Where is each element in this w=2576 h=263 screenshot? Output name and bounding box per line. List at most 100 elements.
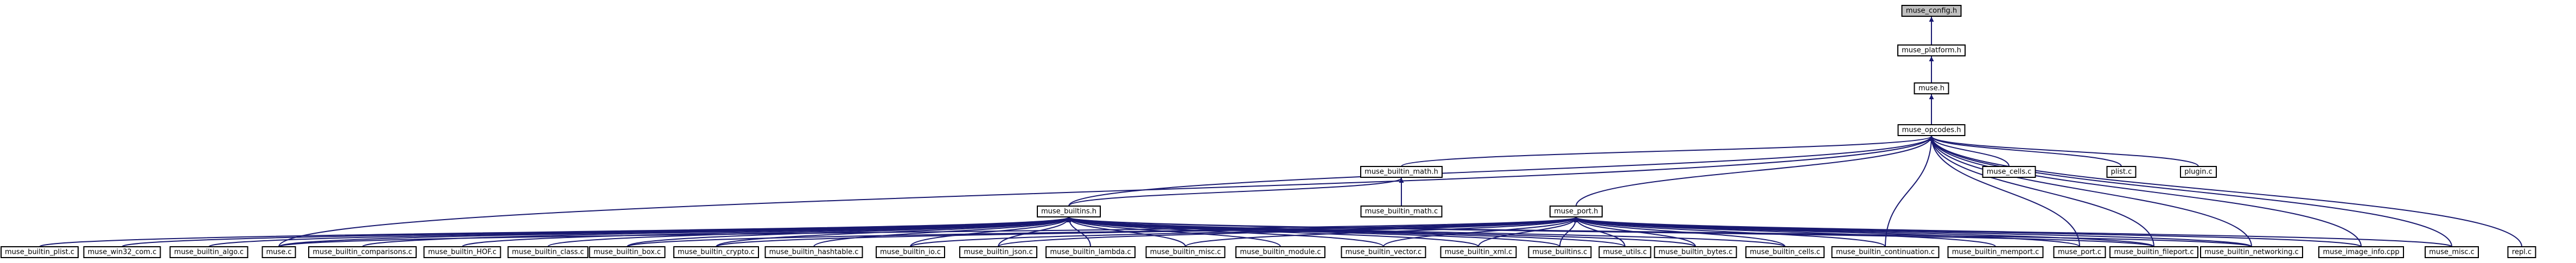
node-label: muse_builtin_crypto.c	[678, 248, 755, 256]
node-box	[1, 246, 79, 258]
node-box	[308, 246, 417, 258]
node-label: muse_builtin_box.c	[594, 248, 661, 256]
node-muse-builtin-module-c[interactable]: muse_builtin_module.c	[1235, 246, 1325, 258]
edge-muse-misc-c-to-muse-port-h	[1574, 217, 2452, 247]
node-plugin-c[interactable]: plugin.c	[2180, 166, 2217, 178]
node-label: muse_builtin_io.c	[880, 248, 941, 256]
node-label: muse_builtin_misc.c	[1150, 248, 1221, 256]
node-muse-utils-c[interactable]: muse_utils.c	[1598, 246, 1652, 258]
edge-muse-cells-c-to-muse-opcodes-h	[1929, 136, 2010, 167]
node-box	[589, 246, 666, 258]
node-label: muse_builtin_comparisons.c	[313, 248, 412, 256]
node-muse-c[interactable]: muse.c	[262, 246, 296, 258]
edge-muse-builtin-comparisons-c-to-muse-builtins-h	[362, 217, 1072, 247]
node-muse-builtin-cells-c[interactable]: muse_builtin_cells.c	[1745, 246, 1825, 258]
node-muse-h[interactable]: muse.h	[1914, 82, 1949, 94]
node-label: muse_builtin_xml.c	[1445, 248, 1513, 256]
node-label: repl.c	[2512, 248, 2532, 256]
edge-muse-builtin-json-c-to-muse-builtins-h	[998, 217, 1072, 247]
edge-repl-c-to-muse-opcodes-h	[1929, 136, 2522, 247]
node-label: muse_config.h	[1906, 7, 1957, 15]
node-muse-cells-c[interactable]: muse_cells.c	[1982, 166, 2036, 178]
node-box	[1045, 246, 1136, 258]
edge-muse-builtin-io-c-to-muse-builtins-h	[910, 217, 1072, 247]
node-box	[2109, 246, 2198, 258]
edge-muse-builtin-fileport-c-to-muse-opcodes-h	[1929, 136, 2154, 247]
node-plist-c[interactable]: plist.c	[2106, 166, 2137, 178]
node-label: muse_builtin_plist.c	[5, 248, 74, 256]
node-muse-builtin-lambda-c[interactable]: muse_builtin_lambda.c	[1045, 246, 1136, 258]
node-muse-builtin-plist-c[interactable]: muse_builtin_plist.c	[1, 246, 79, 258]
node-box	[262, 246, 296, 258]
node-muse-win32-com-c[interactable]: muse_win32_com.c	[83, 246, 161, 258]
node-box	[1598, 246, 1652, 258]
node-label: muse_builtin_networking.c	[2204, 248, 2299, 256]
node-muse-builtin-continuation-c[interactable]: muse_builtin_continuation.c	[1831, 246, 1940, 258]
node-label: muse_builtin_hashtable.c	[769, 248, 859, 256]
node-label: muse_builtin_memport.c	[1952, 248, 2039, 256]
node-label: muse_platform.h	[1902, 47, 1961, 55]
node-muse-builtin-misc-c[interactable]: muse_builtin_misc.c	[1145, 246, 1226, 258]
edge-muse-builtin-vector-c-to-muse-port-h	[1383, 217, 1579, 247]
node-muse-builtin-class-c[interactable]: muse_builtin_class.c	[507, 246, 589, 258]
node-muse-builtins-c[interactable]: muse_builtins.c	[1528, 246, 1592, 258]
node-muse-builtin-hashtable-c[interactable]: muse_builtin_hashtable.c	[764, 246, 863, 258]
node-box	[1037, 206, 1101, 217]
node-box	[423, 246, 501, 258]
node-muse-builtin-json-c[interactable]: muse_builtin_json.c	[959, 246, 1037, 258]
node-muse-builtin-math-c[interactable]: muse_builtin_math.c	[1360, 206, 1443, 217]
node-muse-misc-c[interactable]: muse_misc.c	[2425, 246, 2479, 258]
node-box	[1341, 246, 1426, 258]
node-muse-builtin-bytes-c[interactable]: muse_builtin_bytes.c	[1654, 246, 1737, 258]
node-label: muse_builtin_fileport.c	[2114, 248, 2194, 256]
node-muse-builtins-h[interactable]: muse_builtins.h	[1037, 206, 1101, 217]
node-label: muse_builtin_module.c	[1240, 248, 1321, 256]
node-box	[1745, 246, 1825, 258]
node-repl-c[interactable]: repl.c	[2507, 246, 2536, 258]
node-muse-image-info-cpp[interactable]: muse_image_info.cpp	[2318, 246, 2404, 258]
node-muse-port-h[interactable]: muse_port.h	[1550, 206, 1603, 217]
node-label: muse_builtin_lambda.c	[1050, 248, 1131, 256]
node-muse-builtin-io-c[interactable]: muse_builtin_io.c	[876, 246, 945, 258]
node-box	[2318, 246, 2404, 258]
node-muse-builtin-comparisons-c[interactable]: muse_builtin_comparisons.c	[308, 246, 417, 258]
node-muse-builtin-xml-c[interactable]: muse_builtin_xml.c	[1440, 246, 1517, 258]
node-muse-builtin-hof-c[interactable]: muse_builtin_HOF.c	[423, 246, 501, 258]
node-box	[83, 246, 161, 258]
node-box	[764, 246, 863, 258]
node-label: muse.c	[266, 248, 292, 256]
edge-plugin-c-to-muse-opcodes-h	[1929, 136, 2199, 167]
edge-muse-builtin-bytes-c-to-muse-port-h	[1573, 217, 1696, 247]
node-box	[1914, 82, 1949, 94]
node-muse-config-h[interactable]: muse_config.h	[1901, 5, 1962, 17]
edge-muse-builtin-crypto-c-to-muse-port-h	[716, 217, 1578, 247]
edge-muse-builtin-networking-c-to-muse-opcodes-h	[1929, 136, 2252, 247]
node-box	[1528, 246, 1592, 258]
node-muse-opcodes-h[interactable]: muse_opcodes.h	[1897, 124, 1966, 136]
node-box	[2106, 166, 2137, 178]
node-label: muse_builtins.c	[1533, 248, 1587, 256]
node-muse-builtin-fileport-c[interactable]: muse_builtin_fileport.c	[2109, 246, 2198, 258]
node-muse-builtin-box-c[interactable]: muse_builtin_box.c	[589, 246, 666, 258]
node-label: muse_cells.c	[1987, 168, 2032, 176]
node-muse-platform-h[interactable]: muse_platform.h	[1897, 44, 1966, 56]
node-label: muse_win32_com.c	[88, 248, 157, 256]
edge-muse-builtin-xml-c-to-muse-port-h	[1478, 217, 1579, 247]
node-muse-port-c[interactable]: muse_port.c	[2053, 246, 2106, 258]
node-muse-builtin-networking-c[interactable]: muse_builtin_networking.c	[2200, 246, 2303, 258]
node-label: plugin.c	[2184, 168, 2212, 176]
node-muse-builtin-math-h[interactable]: muse_builtin_math.h	[1360, 166, 1443, 178]
node-muse-builtin-memport-c[interactable]: muse_builtin_memport.c	[1947, 246, 2044, 258]
node-box	[2200, 246, 2303, 258]
node-box	[1897, 44, 1966, 56]
node-label: muse_builtin_HOF.c	[428, 248, 496, 256]
node-muse-builtin-crypto-c[interactable]: muse_builtin_crypto.c	[673, 246, 759, 258]
node-label: muse.h	[1918, 85, 1944, 93]
node-box	[1831, 246, 1940, 258]
edge-muse-builtin-continuation-c-to-muse-port-h	[1573, 217, 1886, 247]
node-muse-builtin-algo-c[interactable]: muse_builtin_algo.c	[169, 246, 248, 258]
node-muse-builtin-vector-c[interactable]: muse_builtin_vector.c	[1341, 246, 1426, 258]
edge-muse-image-info-cpp-to-muse-opcodes-h	[1929, 136, 2362, 247]
edge-muse-c-to-muse-opcodes-h	[278, 136, 1934, 247]
